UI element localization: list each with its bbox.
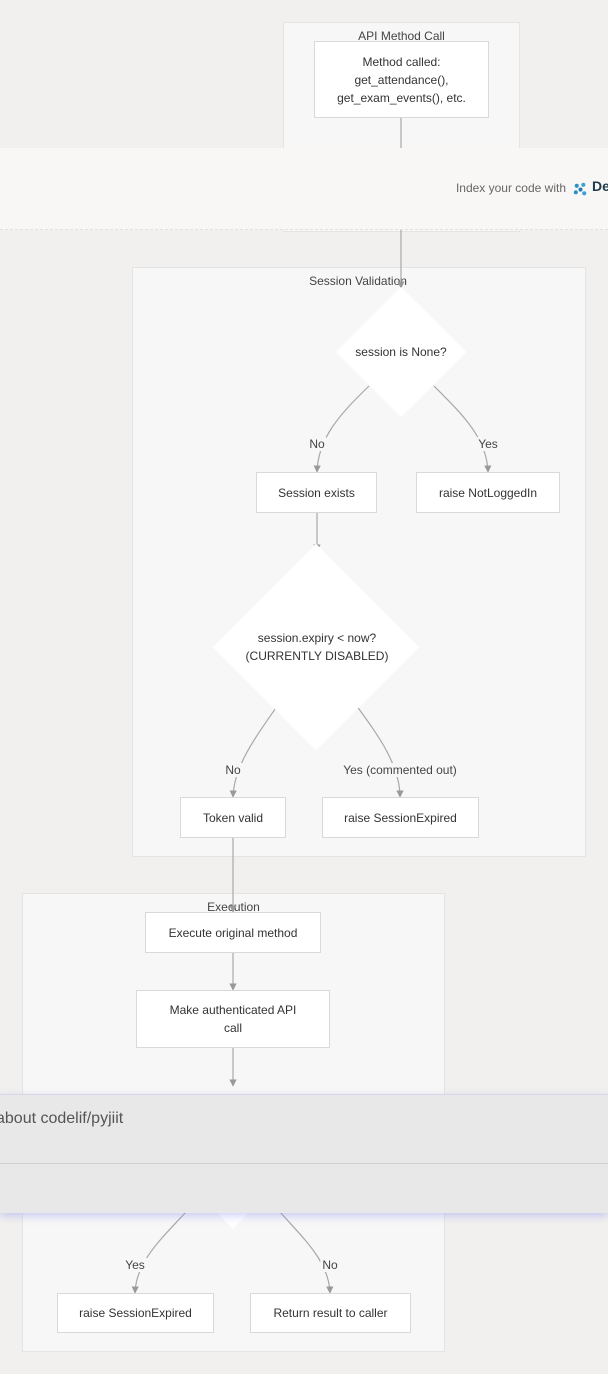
edge-label-yes-1: Yes [476, 437, 500, 451]
node-make-api-call: Make authenticated API call [136, 990, 330, 1048]
ask-question-bar[interactable]: about codelif/pyjiit [0, 1094, 608, 1213]
edge-expiry-yes [355, 704, 404, 798]
make-api-call-line-2: call [223, 1021, 242, 1035]
edge-label-yes-2: Yes [123, 1258, 147, 1272]
edge-session-check-yes [433, 385, 492, 473]
decision-expiry: session.expiry < now? (CURRENTLY DISABLE… [226, 628, 408, 666]
ask-prompt-text: about codelif/pyjiit [0, 1110, 124, 1127]
edge-session-check-no [313, 385, 370, 473]
edge-check-no [279, 1211, 334, 1294]
group-title-api: API Method Call [358, 29, 445, 43]
method-called-line-3: get_exam_events(), etc. [337, 90, 466, 105]
node-session-exists: Session exists [256, 472, 377, 513]
node-return-result: Return result to caller [250, 1293, 411, 1333]
node-raise-not-logged-in: raise NotLoggedIn [416, 472, 560, 513]
banner-brand[interactable]: De [592, 178, 608, 194]
expiry-line-2: (CURRENTLY DISABLED) [245, 649, 389, 663]
banner-text: Index your code with [455, 181, 566, 195]
edge-expiry-no [229, 704, 279, 798]
node-method-called: Method called: get_attendance(), get_exa… [314, 41, 489, 118]
ask-divider [0, 1163, 608, 1164]
make-api-call-line-1: Make authenticated API [169, 1003, 297, 1017]
node-execute-original: Execute original method [145, 912, 321, 953]
decision-session-none: session is None? [355, 345, 447, 359]
method-called-line-1: Method called: [362, 54, 441, 69]
deepwiki-logo-icon [573, 182, 587, 196]
expiry-line-1: session.expiry < now? [257, 631, 377, 645]
method-called-line-2: get_attendance(), [354, 72, 449, 87]
index-code-banner[interactable]: Index your code with De [0, 148, 608, 230]
node-token-valid: Token valid [180, 797, 286, 838]
edge-check-yes [131, 1211, 187, 1294]
edge-label-no-1: No [307, 437, 327, 451]
node-raise-session-expired-2: raise SessionExpired [57, 1293, 214, 1333]
node-raise-session-expired-1: raise SessionExpired [322, 797, 479, 838]
group-title-session: Session Validation [309, 274, 407, 288]
edge-label-no-2: No [223, 763, 243, 777]
edge-label-no-3: No [320, 1258, 340, 1272]
edge-label-yes-commented: Yes (commented out) [341, 763, 459, 777]
